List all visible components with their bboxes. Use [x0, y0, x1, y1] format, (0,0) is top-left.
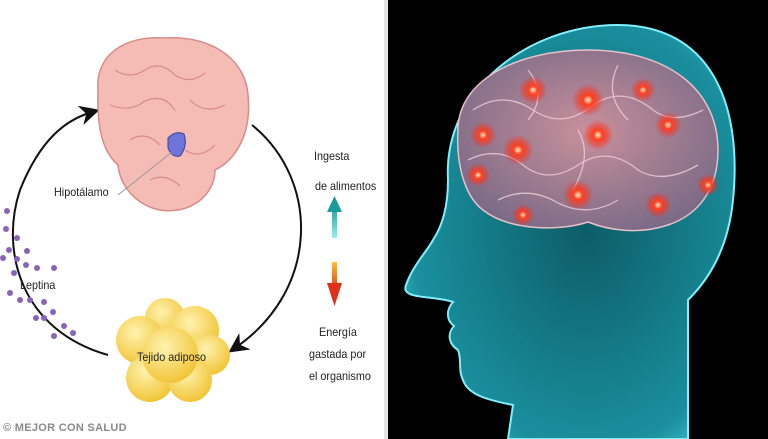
head-illustration [404, 23, 736, 439]
energy-label-line1: Energía [319, 325, 357, 339]
adipose-tissue-shape [116, 298, 230, 402]
intake-up-arrow-icon [327, 196, 342, 238]
watermark: © MEJOR CON SALUD [3, 422, 127, 434]
brain-illustration [97, 36, 250, 212]
leptin-dots [0, 208, 76, 339]
leptin-label: Leptina [20, 278, 56, 292]
cycle-arrow-left [11, 105, 109, 356]
energy-label-line3: el organismo [309, 369, 371, 383]
intake-label-line1: Ingesta [314, 149, 350, 163]
hypothalamus-shape [167, 132, 186, 157]
neuron-glow-points [466, 76, 719, 226]
hypothalamus-label: Hipotálamo [54, 185, 109, 199]
cycle-arrow-right [228, 124, 302, 353]
adipose-label: Tejido adiposo [137, 350, 207, 364]
panel-divider [384, 0, 388, 439]
diagram-graphics [0, 36, 342, 402]
brain-head-photo [388, 0, 768, 439]
energy-down-arrow-icon [327, 262, 342, 306]
leptin-diagram: Hipotálamo Leptina Tejido adiposo Ingest… [0, 36, 377, 434]
energy-label-line2: gastada por [309, 347, 367, 361]
intake-label-line2: de alimentos [315, 179, 377, 193]
